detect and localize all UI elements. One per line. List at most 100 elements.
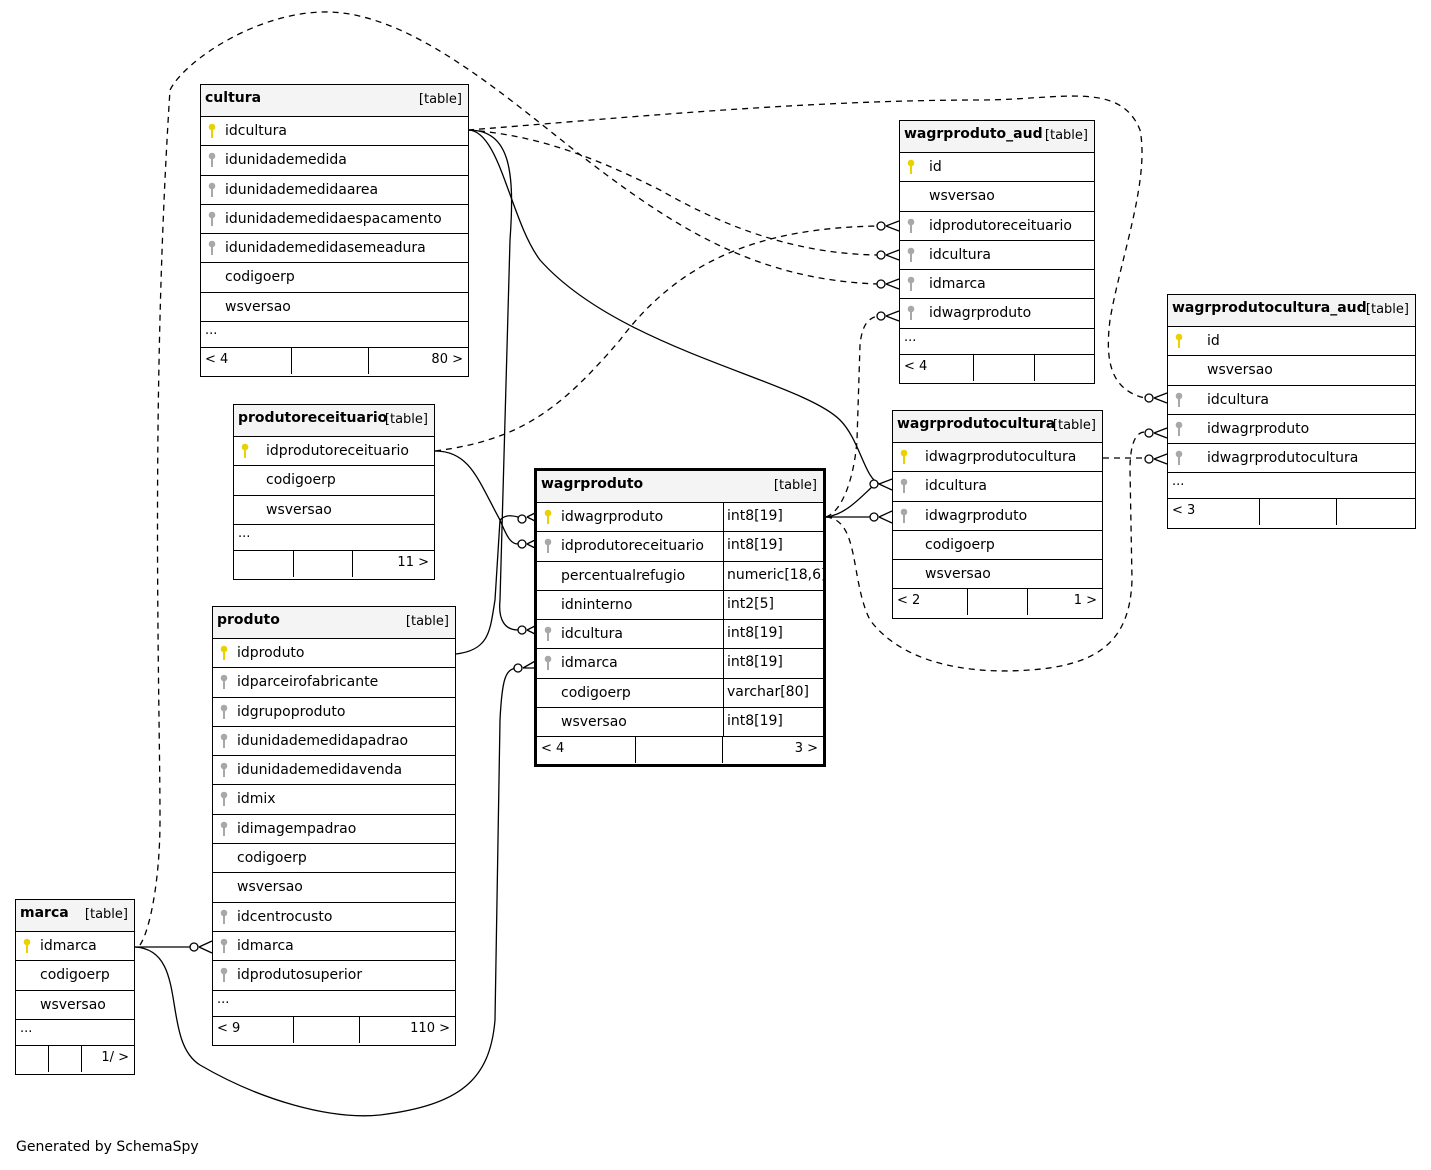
foreign-key-icon (220, 938, 228, 953)
column-row[interactable]: idcultura (893, 472, 1102, 502)
column-name: wsversao (225, 298, 291, 315)
parent-count: < 4 (205, 352, 229, 368)
column-row[interactable]: idcultura (900, 241, 1094, 271)
column-row[interactable]: idmarca (213, 932, 455, 962)
column-row[interactable]: wsversao (16, 991, 134, 1020)
column-row[interactable]: wsversao (1168, 356, 1415, 386)
column-name: idwagrprodutocultura (925, 449, 1077, 465)
foreign-key-icon (900, 508, 908, 523)
column-row[interactable]: idprodutosuperior (213, 961, 455, 991)
column-row[interactable]: idmarca (16, 932, 134, 962)
column-name: idprodutoreceituario (929, 217, 1072, 234)
column-row[interactable]: idparceirofabricante (213, 668, 455, 698)
foreign-key-icon (544, 538, 552, 554)
column-name: wsversao (40, 996, 106, 1013)
column-row[interactable]: idunidademedidapadrao (213, 727, 455, 757)
column-row[interactable]: idwagrprodutocultura (1168, 444, 1415, 474)
column-row[interactable]: idprodutoreceituario (900, 212, 1094, 241)
column-row[interactable]: wsversao (213, 873, 455, 903)
column-row[interactable]: idwagrprodutocultura (893, 443, 1102, 473)
column-type: int8[19] (723, 649, 783, 678)
column-row[interactable]: idwagrproduto (900, 299, 1094, 329)
column-row[interactable]: idmix (213, 785, 455, 815)
column-name: idcultura (929, 246, 991, 263)
column-row[interactable]: wsversao (201, 293, 468, 323)
column-name: idprodutosuperior (237, 967, 363, 984)
column-row[interactable]: idmarca (900, 270, 1094, 300)
column-row[interactable]: idcultura (201, 117, 468, 147)
column-row[interactable]: wsversao (900, 182, 1094, 212)
table-produtoreceituario[interactable]: produtoreceituario [table] idprodutorece… (233, 404, 435, 580)
table-wagrprodutocultura[interactable]: wagrprodutocultura [table] idwagrproduto… (892, 410, 1103, 619)
column-name: idwagrproduto (561, 509, 664, 525)
foreign-key-icon (220, 967, 228, 983)
column-name: id (1207, 333, 1220, 349)
column-name: wsversao (266, 501, 332, 518)
edge-wagrproduto-wagrproduto-aud (825, 315, 879, 518)
table-header: wagrprodutocultura [table] (893, 411, 1102, 443)
column-row[interactable]: idwagrproduto (1168, 415, 1415, 445)
table-marca[interactable]: marca [table] idmarca codigoerp wsversao .… (15, 899, 135, 1075)
column-row[interactable]: idimagempadrao (213, 815, 455, 845)
generator-credit: Generated by SchemaSpy (16, 1139, 199, 1155)
column-row[interactable]: idproduto (213, 639, 455, 669)
column-row[interactable]: codigoerp (234, 466, 434, 496)
column-row[interactable]: idunidademedida (201, 146, 468, 176)
table-name: produtoreceituario (238, 410, 388, 426)
more-columns: ... (900, 329, 1094, 355)
child-count: 80 > (431, 352, 463, 368)
parent-count: < 2 (897, 593, 921, 609)
edge-cultura-wagrproduto (467, 129, 519, 631)
primary-key-icon (544, 509, 552, 524)
primary-key-icon (220, 645, 228, 660)
column-name: idmarca (40, 938, 97, 954)
edge-cultura-wagrproduto-aud (467, 129, 879, 256)
column-row[interactable]: idunidademedidaarea (201, 176, 468, 205)
table-footer: 11 > (234, 550, 434, 577)
foreign-key-icon (220, 762, 228, 778)
column-row[interactable]: idgrupoproduto (213, 698, 455, 727)
primary-key-icon (23, 938, 31, 953)
column-row[interactable]: idcultura (1168, 386, 1415, 415)
column-row[interactable]: idprodutoreceituario (234, 437, 434, 467)
table-footer: < 4 80 > (201, 348, 468, 375)
column-row[interactable]: idunidademedidaespacamento (201, 205, 468, 235)
foreign-key-icon (208, 152, 216, 168)
column-row[interactable]: id (1168, 327, 1415, 357)
more-columns: ... (234, 525, 434, 551)
column-row[interactable]: idunidademedidasemeadura (201, 234, 468, 264)
column-name: idproduto (237, 645, 305, 661)
table-kind: [table] (1052, 418, 1096, 433)
column-row[interactable]: wsversao (893, 560, 1102, 590)
column-type: int8[19] (723, 532, 783, 561)
column-row[interactable]: idcentrocusto (213, 903, 455, 932)
more-columns: ... (16, 1020, 134, 1046)
table-header: marca [table] (16, 900, 134, 932)
column-row[interactable]: idunidademedidavenda (213, 756, 455, 786)
foreign-key-icon (900, 478, 908, 494)
column-name: codigoerp (266, 472, 336, 489)
column-name: codigoerp (225, 269, 295, 286)
column-row[interactable]: idwagrproduto (893, 502, 1102, 531)
column-row[interactable]: codigoerp (213, 844, 455, 874)
column-row[interactable]: codigoerp (893, 531, 1102, 561)
column-row[interactable]: wsversao (234, 496, 434, 525)
column-row[interactable]: codigoerp (201, 263, 468, 293)
column-row[interactable]: codigoerp (16, 961, 134, 991)
edge-cultura-wagrprodutocultura (467, 129, 881, 485)
column-row[interactable]: id (900, 153, 1094, 183)
edge-wagrproduto-wagrprodutocultura-cont (825, 485, 874, 518)
